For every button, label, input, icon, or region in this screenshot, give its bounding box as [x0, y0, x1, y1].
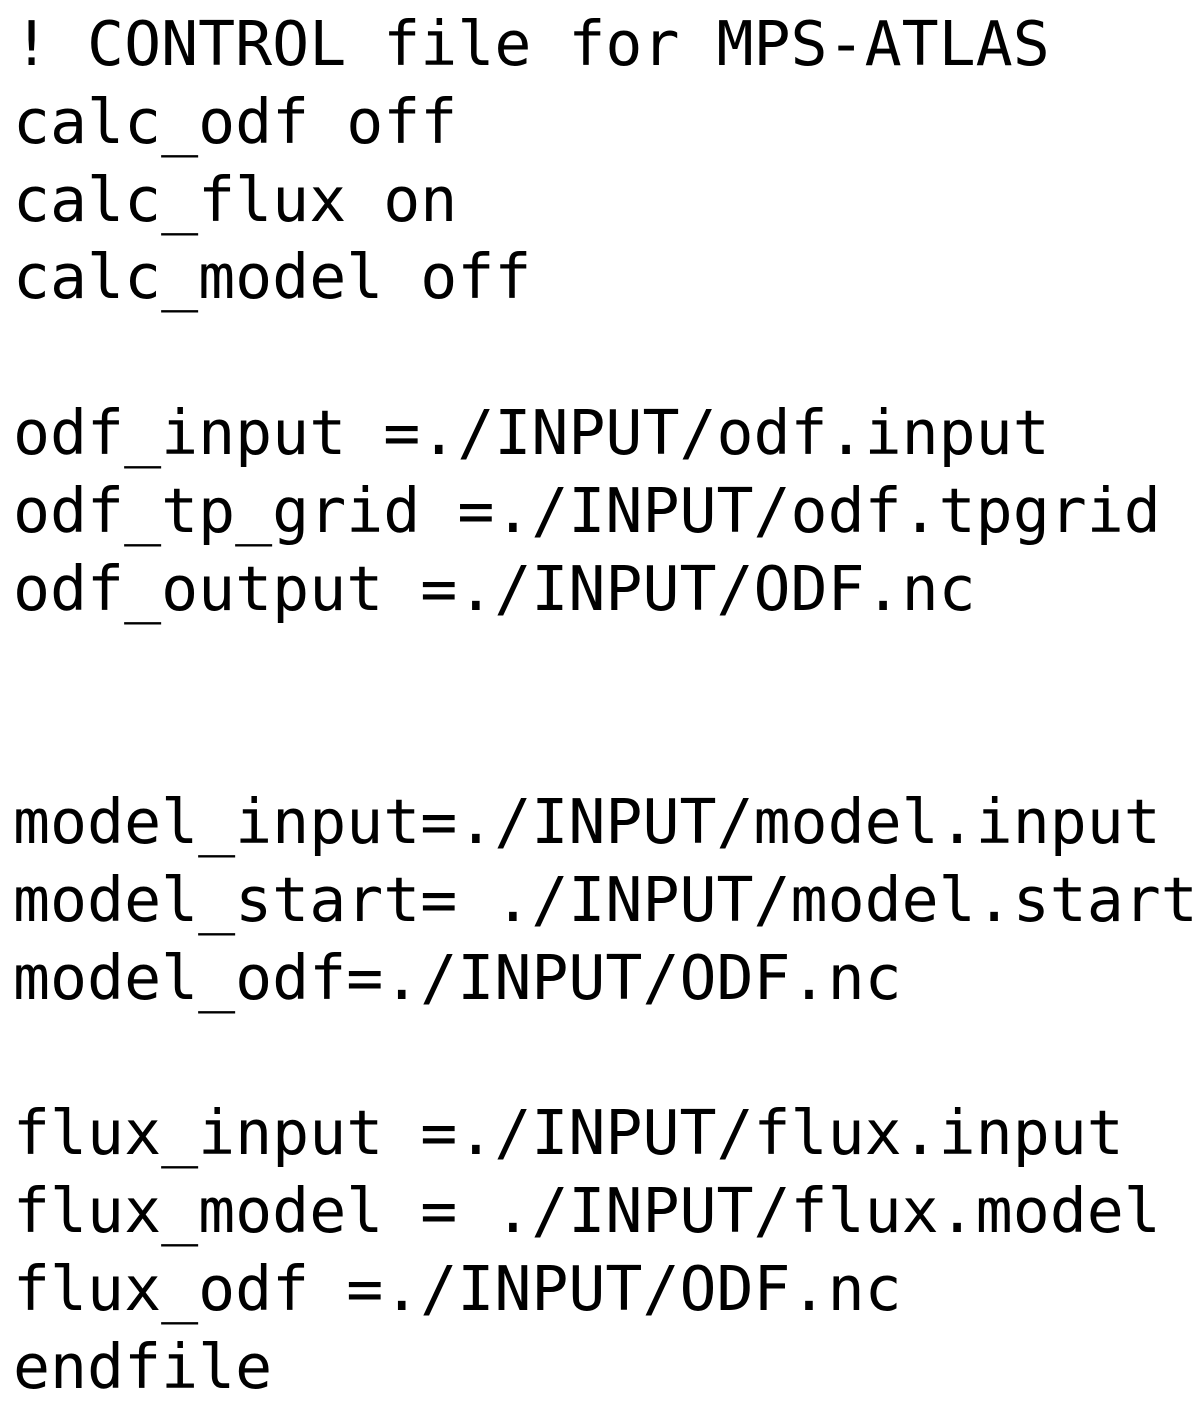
line-blank-2	[13, 628, 1200, 706]
line-calc-odf: calc_odf off	[13, 85, 458, 158]
line-model-odf: model_odf=./INPUT/ODF.nc	[13, 941, 902, 1014]
line-blank-3	[13, 706, 1200, 784]
line-endfile: endfile	[13, 1330, 273, 1403]
line-flux-input: flux_input =./INPUT/flux.input	[13, 1097, 1124, 1170]
line-model-start: model_start= ./INPUT/model.start	[13, 863, 1198, 936]
line-calc-flux: calc_flux on	[13, 163, 458, 236]
line-odf-tp-grid: odf_tp_grid =./INPUT/odf.tpgrid	[13, 474, 1161, 547]
line-comment-header: ! CONTROL file for MPS-ATLAS	[13, 8, 1050, 80]
line-blank-1	[13, 317, 1200, 395]
line-blank-4	[13, 1017, 1200, 1095]
line-odf-input: odf_input =./INPUT/odf.input	[13, 396, 1050, 469]
line-flux-odf: flux_odf =./INPUT/ODF.nc	[13, 1252, 902, 1325]
line-model-input: model_input=./INPUT/model.input	[13, 785, 1161, 858]
line-calc-model: calc_model off	[13, 241, 532, 314]
line-odf-output: odf_output =./INPUT/ODF.nc	[13, 552, 976, 625]
line-flux-model: flux_model = ./INPUT/flux.model	[13, 1174, 1161, 1247]
